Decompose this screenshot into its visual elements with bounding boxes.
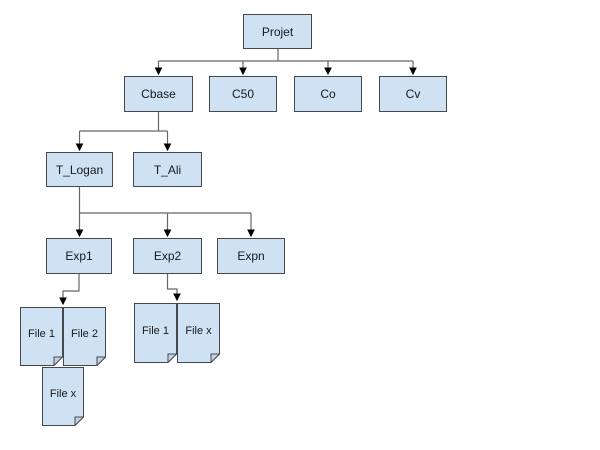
document-shape-icon xyxy=(42,367,84,426)
node-co: Co xyxy=(294,76,362,112)
node-projet: Projet xyxy=(243,14,312,49)
file-exp1-filex: File x xyxy=(42,367,84,426)
node-t-logan: T_Logan xyxy=(46,152,113,187)
document-shape-icon xyxy=(20,307,63,366)
file-label: File 1 xyxy=(28,328,55,340)
connector-exp2-to-files xyxy=(166,274,181,302)
node-cv: Cv xyxy=(379,76,447,112)
file-label: File x xyxy=(49,388,77,400)
file-exp1-file2: File 2 xyxy=(63,307,106,366)
connector-exp1-to-files xyxy=(59,274,80,306)
node-c50: C50 xyxy=(209,76,277,112)
document-shape-icon xyxy=(134,303,177,363)
document-shape-icon xyxy=(177,303,220,363)
connector-projet-to-children xyxy=(154,49,417,76)
node-expn: Expn xyxy=(217,238,285,274)
file-label: File x xyxy=(185,324,212,337)
file-exp2-filex: File x xyxy=(177,303,220,363)
file-exp1-file1: File 1 xyxy=(20,307,63,366)
node-t-ali: T_Ali xyxy=(133,152,202,187)
node-exp1: Exp1 xyxy=(46,238,112,274)
file-label: File 1 xyxy=(142,324,169,337)
file-exp2-file1: File 1 xyxy=(134,303,177,363)
file-label: File 2 xyxy=(71,328,98,340)
document-shape-icon xyxy=(63,307,106,366)
node-cbase: Cbase xyxy=(124,76,193,112)
node-exp2: Exp2 xyxy=(133,238,202,274)
connector-cbase-to-children xyxy=(75,112,172,152)
connector-tlogan-to-children xyxy=(75,187,255,238)
